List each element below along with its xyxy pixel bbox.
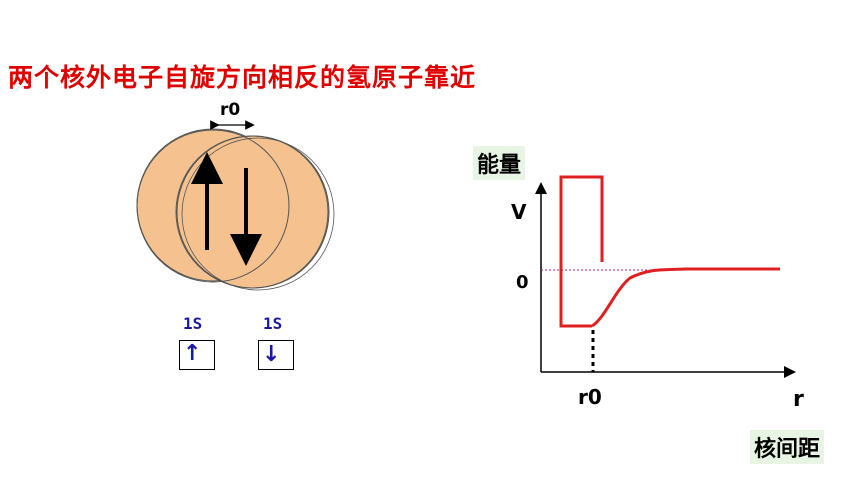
page-title: 两个核外电子自旋方向相反的氢原子靠近 <box>8 63 477 92</box>
atom-left-outline <box>136 129 290 283</box>
orbital-label-1: 1S <box>183 314 203 333</box>
atom-right-outline <box>175 135 329 289</box>
x-axis-symbol: r <box>793 387 804 412</box>
r0-top-label: r0 <box>220 100 241 120</box>
y-axis-symbol: V <box>511 200 527 224</box>
energy-curve-step <box>559 175 604 328</box>
spin-down-icon: ↓ <box>262 342 281 367</box>
orbital-box-2: ↓ <box>258 340 294 370</box>
atom-ghost-outline <box>181 137 335 291</box>
x-tick-r0: r0 <box>578 385 602 409</box>
x-axis-title: 核间距 <box>750 430 825 464</box>
y-axis-title: 能量 <box>473 146 526 180</box>
orbital-box-1: ↑ <box>179 340 215 370</box>
orbital-label-2: 1S <box>263 314 283 333</box>
y-tick-zero: 0 <box>516 272 529 293</box>
energy-curve-approach <box>591 267 780 328</box>
spin-up-icon: ↑ <box>183 341 202 366</box>
